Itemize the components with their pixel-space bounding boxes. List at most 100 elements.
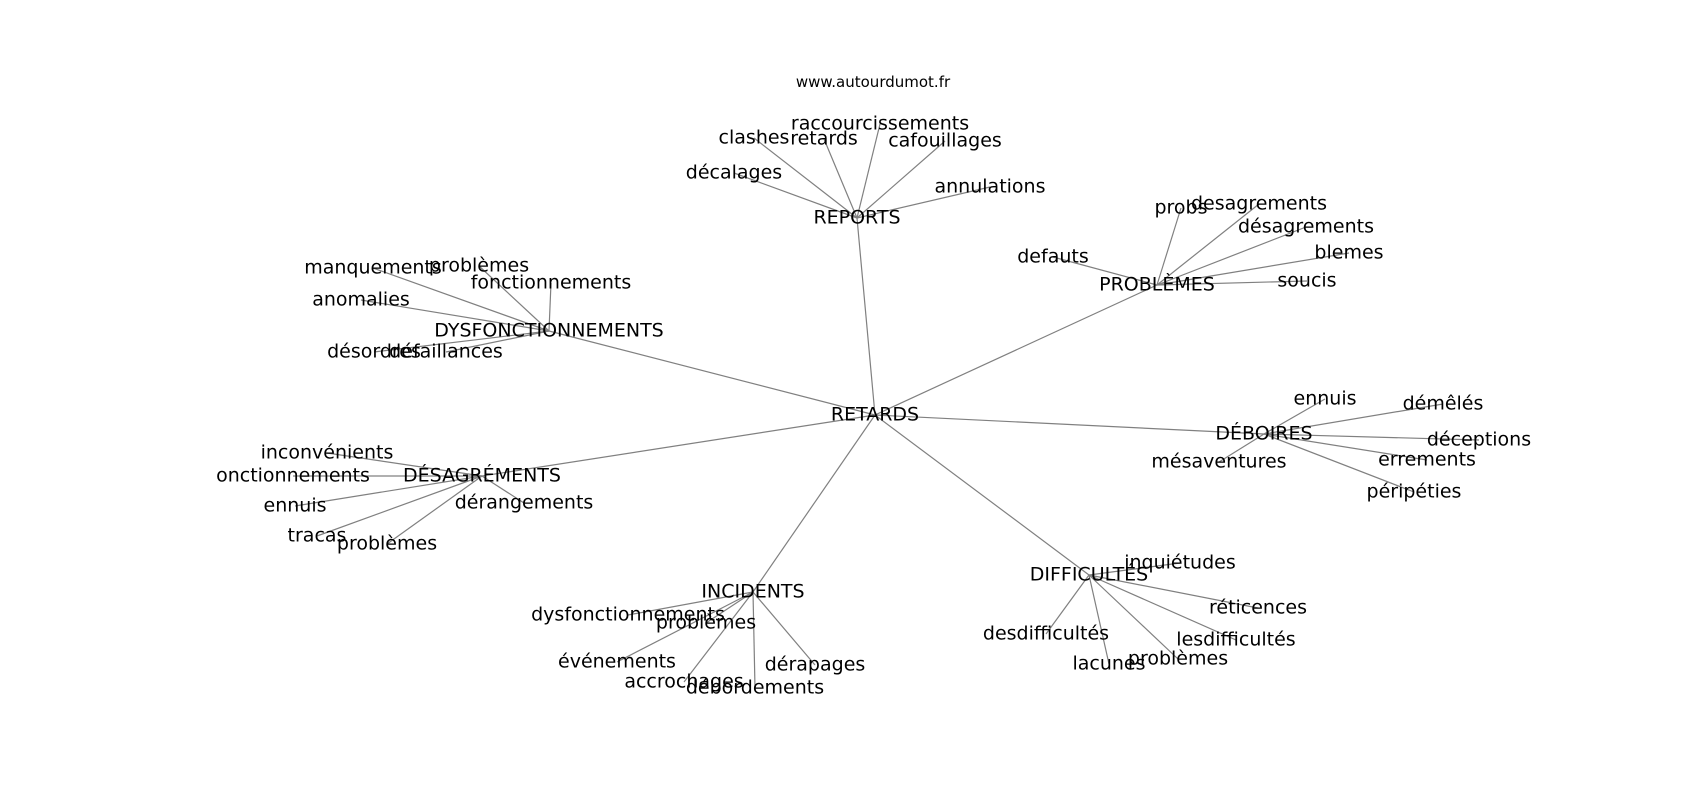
graph-edge xyxy=(856,140,946,219)
leaf-node-label: mésaventures xyxy=(1151,451,1286,473)
graph-edge xyxy=(616,591,754,663)
graph-edge xyxy=(753,137,858,219)
leaf-node-label: dysfonctionnements xyxy=(531,604,725,626)
graph-edge xyxy=(856,186,991,219)
graph-edge xyxy=(1052,256,1158,286)
leaf-node-label: dérangements xyxy=(455,492,594,514)
graph-edge xyxy=(1088,574,1110,665)
graph-edge xyxy=(326,452,483,477)
graph-edge xyxy=(548,330,876,416)
graph-nodes: RETARDSREPORTSPROBLÈMESDYSFONCTIONNEMENT… xyxy=(216,113,1531,699)
graph-edge xyxy=(1263,398,1326,435)
graph-edge xyxy=(1263,433,1415,493)
graph-edge xyxy=(856,217,876,416)
graph-edge xyxy=(1263,403,1444,435)
leaf-node-label: démêlés xyxy=(1403,393,1484,415)
graph-edge xyxy=(1263,433,1428,461)
graph-edge xyxy=(1156,207,1182,286)
graph-edge xyxy=(874,414,1090,576)
leaf-node-label: errements xyxy=(1378,449,1476,471)
graph-edge xyxy=(1088,574,1237,641)
hub-node-label: DÉSAGRÉMENTS xyxy=(403,464,561,487)
graph-edge xyxy=(481,475,525,504)
leaf-node-label: déceptions xyxy=(1427,429,1531,451)
hub-node-label: REPORTS xyxy=(813,207,900,229)
leaf-node-label: soucis xyxy=(1277,270,1336,292)
leaf-node-label: événements xyxy=(558,651,676,673)
leaf-node-label: blemes xyxy=(1314,242,1383,264)
graph-edge xyxy=(733,172,858,219)
leaf-node-label: anomalies xyxy=(312,289,410,311)
leaf-node-label: ennuis xyxy=(1294,388,1357,410)
leaf-node-label: désagrements xyxy=(1238,216,1374,238)
leaf-node-label: lacunes xyxy=(1072,653,1145,675)
leaf-node-label: désordres xyxy=(327,341,421,363)
leaf-node-label: annulations xyxy=(935,176,1046,198)
graph-edge xyxy=(683,591,754,683)
leaf-node-label: cafouillages xyxy=(888,130,1002,152)
graph-edge xyxy=(752,591,756,689)
leaf-node-label: réticences xyxy=(1209,597,1307,619)
hub-node-label: DIFFICULTÉS xyxy=(1030,563,1149,586)
hub-node-label: PROBLÈMES xyxy=(1099,273,1215,296)
graph-edge xyxy=(294,475,483,507)
leaf-node-label: dérapages xyxy=(765,654,866,676)
graph-edge xyxy=(1088,574,1179,660)
leaf-node-label: fonctionnements xyxy=(471,272,632,294)
graph-edge xyxy=(1156,252,1350,286)
graph-edge xyxy=(372,267,550,332)
leaf-node-label: defauts xyxy=(1017,246,1088,268)
graph-edge xyxy=(1156,226,1307,286)
leaf-node-label: problèmes xyxy=(1128,648,1228,670)
leaf-node-label: péripéties xyxy=(1367,481,1462,503)
hub-node-label: DÉBOIRES xyxy=(1215,422,1312,445)
graph-edge xyxy=(316,475,483,537)
leaf-node-label: problèmes xyxy=(337,533,437,555)
graph-edge xyxy=(1218,433,1265,463)
graph-edge xyxy=(856,123,881,219)
graph-edge xyxy=(752,591,816,666)
graph-edge xyxy=(1263,433,1480,441)
leaf-node-label: débordements xyxy=(686,677,824,699)
graph-edge xyxy=(548,282,552,332)
leaf-node-label: desagrements xyxy=(1191,193,1327,215)
leaf-node-label: ennuis xyxy=(264,495,327,517)
graph-edge xyxy=(1156,203,1260,286)
leaf-node-label: problèmes xyxy=(429,255,529,277)
graph-edge xyxy=(874,284,1158,416)
graph-edge xyxy=(874,414,1265,435)
leaf-node-label: inquiétudes xyxy=(1124,552,1236,574)
graph-edge xyxy=(360,299,550,332)
graph-edge xyxy=(386,475,483,545)
leaf-node-label: onctionnements xyxy=(216,465,370,487)
graph-edge xyxy=(373,330,550,353)
graph-edge xyxy=(1088,574,1259,609)
leaf-node-label: décalages xyxy=(686,162,782,184)
graph-edges xyxy=(293,123,1480,689)
graph-edge xyxy=(1156,280,1308,286)
leaf-node-label: accrochages xyxy=(624,671,743,693)
graph-edge xyxy=(481,414,876,477)
leaf-node-label: tracas xyxy=(288,525,347,547)
graph-edge xyxy=(627,591,754,616)
leaf-node-label: inconvénients xyxy=(261,442,394,464)
leaf-node-label: défaillances xyxy=(389,341,503,363)
leaf-node-label: raccourcissements xyxy=(791,113,969,135)
leaf-node-label: retards xyxy=(790,128,858,150)
graph-edge xyxy=(445,330,550,353)
leaf-node-label: problèmes xyxy=(656,612,756,634)
source-credit: www.autourdumot.fr xyxy=(796,73,951,91)
hub-node-label: INCIDENTS xyxy=(701,581,804,603)
graph-edge xyxy=(752,414,876,593)
leaf-node-label: probs xyxy=(1154,197,1207,219)
leaf-node-label: lesdifficultés xyxy=(1176,629,1295,651)
center-node-label: RETARDS xyxy=(831,404,919,426)
leaf-node-label: clashes xyxy=(719,127,790,149)
graph-edge xyxy=(705,591,754,624)
graph-edge xyxy=(823,138,858,219)
leaf-node-label: manquements xyxy=(304,257,442,279)
leaf-node-label: desdifficultés xyxy=(983,623,1109,645)
graph-edge xyxy=(478,265,550,332)
graph-edge xyxy=(1045,574,1090,635)
